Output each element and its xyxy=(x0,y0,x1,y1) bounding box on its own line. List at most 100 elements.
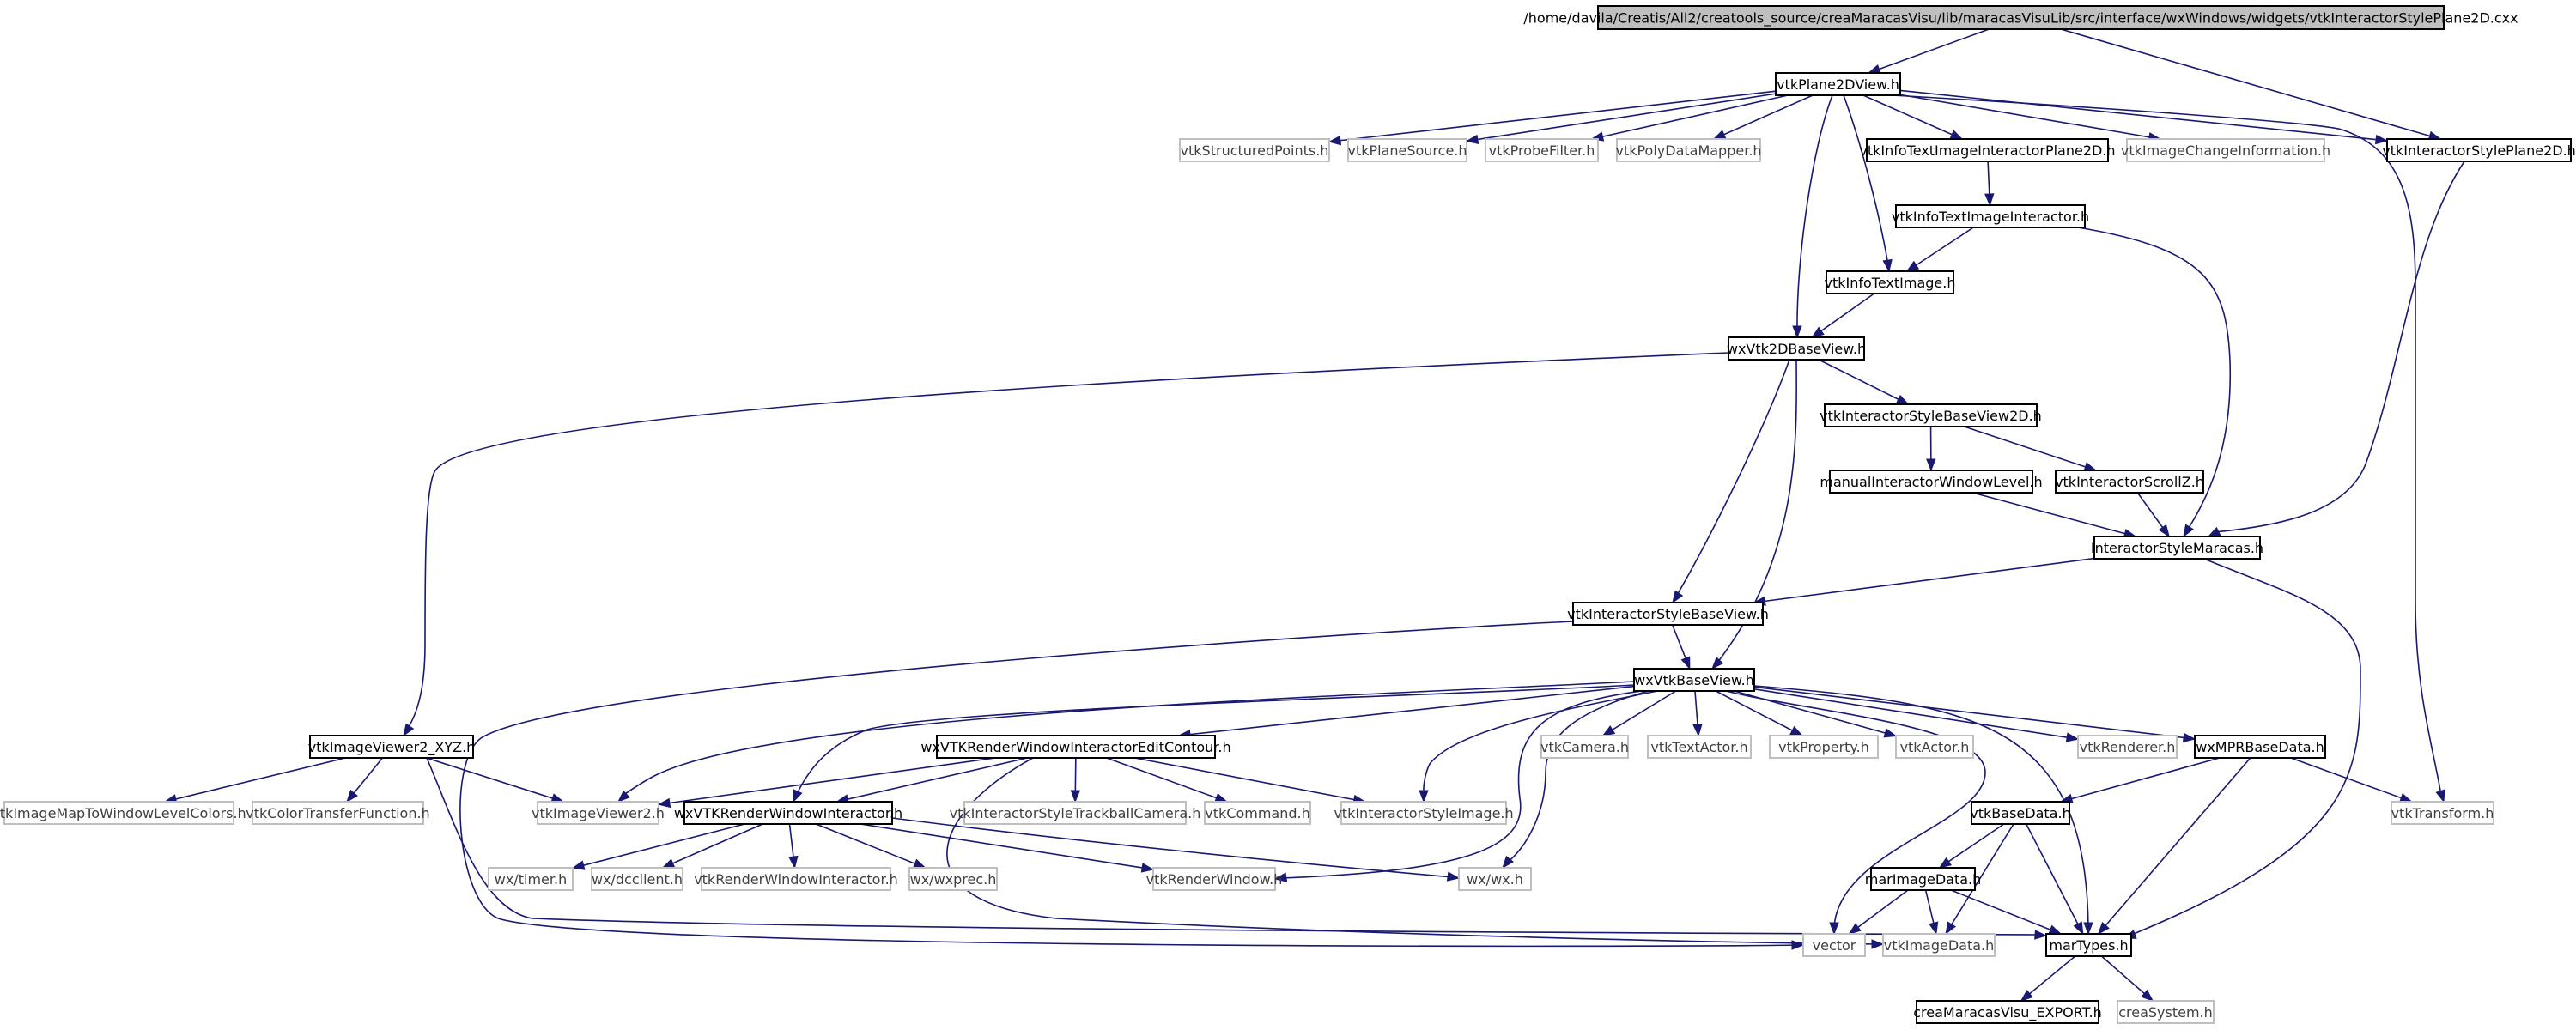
node-vtkBaseData[interactable]: vtkBaseData.h xyxy=(1970,801,2071,825)
node-marTypes[interactable]: marTypes.h xyxy=(2045,933,2132,957)
edge-vtkInteractorScrollZ-to-InteractorStyleMaracas-arrowhead xyxy=(2158,524,2170,538)
edge-wxVtk2DBaseView-to-vtkInteractorStyleBaseView xyxy=(1672,359,1790,604)
node-vtkInteractorStylePlane2D[interactable]: vtkInteractorStylePlane2D.h xyxy=(2382,138,2576,162)
edge-vtkInfoTextImageInteractor-to-InteractorStyleMaracas-arrowhead xyxy=(2183,524,2194,538)
edge-wxVTKRenderWindowInteractorEditContour-to-vtkCommand-line xyxy=(1106,757,1228,803)
edge-wxVtkBaseView-to-vtkRenderer-line xyxy=(1753,688,2079,740)
node-vtkRenderWindowInteractor: vtkRenderWindowInteractor.h xyxy=(694,867,898,891)
edge-wxVtkBaseView-to-vtkRenderWindow-line xyxy=(1280,690,1643,879)
edge-vtkPlane2DView-to-vtkTransform xyxy=(1892,94,2445,803)
edge-InteractorStyleMaracas-to-vtkInteractorStyleBaseView xyxy=(1753,557,2095,606)
edge-wxVtkBaseView-to-marTypes-arrowhead xyxy=(2083,922,2093,936)
node-box xyxy=(1826,270,1954,294)
edge-vtkPlane2DView-to-vtkInfoTextImageInteractorPlane2D xyxy=(1862,94,1964,140)
node-marImageData[interactable]: marImageData.h xyxy=(1865,867,1982,891)
edge-wxVtkBaseView-to-vtkTextActor xyxy=(1692,690,1703,737)
node-label: InteractorStyleMaracas.h xyxy=(2091,540,2263,556)
edge-vtkPlane2DView-to-vtkInfoTextImage xyxy=(1843,94,1893,273)
node-vtkPlaneSource: vtkPlaneSource.h xyxy=(1347,138,1467,162)
edge-wxVtkBaseView-to-vtkRenderer xyxy=(1753,688,2080,742)
edge-wxVTKRenderWindowInteractorEditContour-to-vtkImageData xyxy=(946,757,1885,949)
edge-vtkInteractorStyleBaseView-to-wxVtkBaseView xyxy=(1671,624,1691,670)
edge-wxVtkBaseView-to-vector-line xyxy=(1725,690,1986,929)
node-vtkInfoTextImageInteractor[interactable]: vtkInfoTextImageInteractor.h xyxy=(1892,204,2089,228)
edge-wxVtk2DBaseView-to-vtkImageViewer2_XYZ-arrowhead xyxy=(403,723,415,737)
node-box xyxy=(1829,470,2033,494)
edge-vtkImageViewer2_XYZ-to-vtkImageViewer2-line xyxy=(426,757,564,803)
node-label: /home/davila/Creatis/All2/creatools_sour… xyxy=(1523,10,2518,27)
node-wxMPRBaseData[interactable]: wxMPRBaseData.h xyxy=(2194,735,2326,759)
node-label: vtkBaseData.h xyxy=(1970,805,2070,821)
edge-vtkPlane2DView-to-vtkImageChangeInformation xyxy=(1899,94,2162,142)
edge-vtkPlane2DView-to-vtkTransform-line xyxy=(1892,94,2442,797)
node-vtkTransform: vtkTransform.h xyxy=(2391,801,2494,825)
edge-wxVtkBaseView-to-vtkTextActor-arrowhead xyxy=(1692,724,1703,737)
edge-marImageData-to-vector-arrowhead xyxy=(1848,923,1862,935)
edge-wxVTKRenderWindowInteractor-to-wx_wxprec-arrowhead xyxy=(912,858,927,869)
node-label: vtkInteractorStyleBaseView.h xyxy=(1567,606,1769,622)
node-box xyxy=(488,867,574,891)
node-label: vtkInteractorStyleTrackballCamera.h xyxy=(950,805,1201,821)
node-box xyxy=(1775,72,1901,96)
edge-wxVtkBaseView-to-vtkInteractorStyleImage-arrowhead xyxy=(1419,790,1429,803)
edge-vtkPlane2DView-to-vtkImageChangeInformation-line xyxy=(1899,94,2160,140)
edge-marImageData-to-vector xyxy=(1848,889,1909,935)
edge-vtkPlane2DView-to-vtkInfoTextImage-arrowhead xyxy=(1882,258,1893,273)
node-label: vtkImageData.h xyxy=(1884,937,1995,954)
edge-wxVTKRenderWindowInteractor-to-wx_wx xyxy=(891,817,1461,882)
node-box xyxy=(1802,933,1866,957)
node-box xyxy=(3,801,234,825)
edge-wxVtkBaseView-to-wxVTKRenderWindowInteractor-line xyxy=(795,684,1635,797)
node-label: wx/dcclient.h xyxy=(592,871,683,888)
edge-vtkPlane2DView-to-vtkInteractorStylePlane2D-line xyxy=(1899,89,2388,142)
node-label: wxVTKRenderWindowInteractor.h xyxy=(674,805,902,821)
node-manualInteractorWindowLevel[interactable]: manualInteractorWindowLevel.h xyxy=(1820,470,2043,494)
node-wx_wx: wx/wx.h xyxy=(1458,867,1532,891)
edge-vtkPlane2DView-to-vtkPlaneSource-line xyxy=(1466,93,1777,142)
node-vtkImageViewer2_XYZ[interactable]: vtkImageViewer2_XYZ.h xyxy=(308,735,476,759)
node-label: vtkImageViewer2.h xyxy=(532,805,665,821)
edge-marImageData-to-marTypes xyxy=(1950,889,2063,935)
node-vtkInfoTextImage[interactable]: vtkInfoTextImage.h xyxy=(1825,270,1956,294)
edge-wxVTKRenderWindowInteractor-to-wx_timer xyxy=(571,823,745,870)
edge-vtkInfoTextImage-to-wxVtk2DBaseView-arrowhead xyxy=(1811,326,1825,338)
node-vtkInteractorStyleBaseView[interactable]: vtkInteractorStyleBaseView.h xyxy=(1567,602,1769,626)
edge-wxVTKRenderWindowInteractorEditContour-to-vtkImageData-arrowhead xyxy=(1871,939,1885,949)
edge-wxMPRBaseData-to-vtkBaseData xyxy=(2059,757,2221,803)
node-label: vtkColorTransferFunction.h xyxy=(246,805,429,821)
node-wxVTKRenderWindowInteractorEditContour[interactable]: wxVTKRenderWindowInteractorEditContour.h xyxy=(920,735,1231,759)
edge-wxVtkBaseView-to-vtkProperty-line xyxy=(1715,690,1803,736)
node-InteractorStyleMaracas[interactable]: InteractorStyleMaracas.h xyxy=(2091,536,2263,560)
edge-wxVTKRenderWindowInteractorEditContour-to-vtkImageViewer2-arrowhead xyxy=(657,797,671,809)
edge-InteractorStyleMaracas-to-vtkInteractorStyleBaseView-line xyxy=(1753,557,2095,603)
edge-marTypes-to-creaMaracasVisu_EXPORT xyxy=(2020,955,2076,1002)
node-vtkImageChangeInformation: vtkImageChangeInformation.h xyxy=(2121,138,2330,162)
node-root: /home/davila/Creatis/All2/creatools_sour… xyxy=(1523,5,2518,30)
node-vtkInteractorScrollZ[interactable]: vtkInteractorScrollZ.h xyxy=(2055,470,2204,494)
edge-vtkInteractorStyleBaseView2D-to-vtkInteractorScrollZ xyxy=(1964,426,2098,472)
edge-vtkInteractorStyleBaseView-to-vector xyxy=(459,621,1805,950)
node-label: wxVtk2DBaseView.h xyxy=(1727,341,1866,357)
edge-vtkPlane2DView-to-vtkInfoTextImageInteractorPlane2D-arrowhead xyxy=(1949,130,1964,140)
edge-vtkPlane2DView-to-vtkProbeFilter-line xyxy=(1591,94,1789,140)
edge-vtkBaseData-to-marTypes xyxy=(2025,823,2084,936)
edge-vtkBaseData-to-vtkImageData-line xyxy=(1945,823,2014,935)
edge-wxVtkBaseView-to-wx_wx-line xyxy=(1506,690,1649,863)
edge-vtkPlane2DView-to-wxVtk2DBaseView-line xyxy=(1796,94,1833,332)
node-creaMaracasVisu_EXPORT[interactable]: creaMaracasVisu_EXPORT.h xyxy=(1913,1000,2102,1024)
node-vtkInteractorStyleBaseView2D[interactable]: vtkInteractorStyleBaseView2D.h xyxy=(1820,403,2042,427)
node-label: wxVtkBaseView.h xyxy=(1634,672,1754,688)
node-vtkPlane2DView[interactable]: vtkPlane2DView.h xyxy=(1775,72,1901,96)
edge-marImageData-to-marTypes-line xyxy=(1950,889,2062,935)
edge-vtkInteractorStyleBaseView2D-to-manualInteractorWindowLevel xyxy=(1926,426,1936,472)
node-label: vtkInteractorStyleImage.h xyxy=(1334,805,1513,821)
edge-wxVtk2DBaseView-to-vtkInteractorStyleBaseView2D xyxy=(1818,359,1910,405)
node-vtkInfoTextImageInteractorPlane2D[interactable]: vtkInfoTextImageInteractorPlane2D.h xyxy=(1859,138,2116,162)
node-wxVtkBaseView[interactable]: wxVtkBaseView.h xyxy=(1633,668,1755,692)
edge-vtkInfoTextImageInteractor-to-InteractorStyleMaracas-line xyxy=(2077,227,2232,531)
node-box xyxy=(2055,470,2204,494)
nodes-layer: /home/davila/Creatis/All2/creatools_sour… xyxy=(0,5,2576,1024)
node-wxVtk2DBaseView[interactable]: wxVtk2DBaseView.h xyxy=(1727,336,1866,360)
edge-wxVtkBaseView-to-vtkImageViewer2-line xyxy=(622,681,1635,797)
node-wxVTKRenderWindowInteractor[interactable]: wxVTKRenderWindowInteractor.h xyxy=(674,801,902,825)
